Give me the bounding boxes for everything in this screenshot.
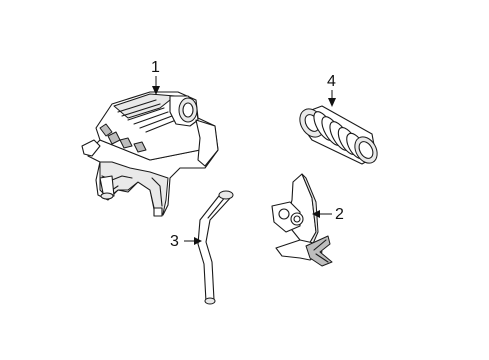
- callout-1: 1: [151, 59, 160, 95]
- callout-2: 2: [312, 206, 344, 223]
- callout-label-4: 4: [327, 73, 336, 90]
- callout-label-2: 2: [335, 206, 344, 223]
- arrowhead-2: [312, 210, 320, 218]
- arrowhead-4: [328, 98, 336, 107]
- air-cleaner-assembly: [81, 91, 219, 217]
- arrowhead-3: [194, 237, 202, 245]
- callout-3: 3: [170, 233, 202, 250]
- callout-label-3: 3: [170, 233, 179, 250]
- callout-4: 4: [327, 73, 336, 107]
- arrowhead-1: [152, 86, 160, 95]
- intake-duct: [299, 105, 378, 165]
- bracket: [271, 173, 333, 267]
- hose: [197, 190, 234, 305]
- callout-label-1: 1: [151, 59, 160, 76]
